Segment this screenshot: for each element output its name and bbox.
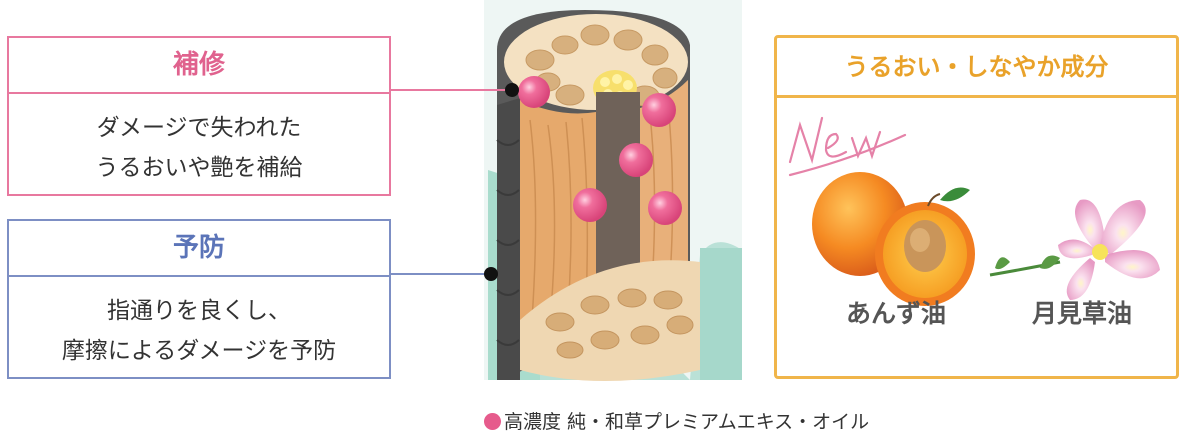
- cortex-icon: [520, 80, 688, 330]
- repair-title: 補修: [9, 38, 389, 94]
- apricot-icon: [812, 172, 975, 306]
- repair-box: 補修 ダメージで失われた うるおいや艶を補給: [7, 36, 391, 196]
- prevent-box: 予防 指通りを良くし、 摩擦によるダメージを予防: [7, 219, 391, 379]
- legend-text: 高濃度 純・和草プレミアムエキス・オイル: [504, 411, 870, 433]
- repair-description: ダメージで失われた うるおいや艶を補給: [9, 94, 389, 188]
- ingredient-label-apricot: あんず油: [845, 299, 946, 328]
- legend: 高濃度 純・和草プレミアムエキス・オイル: [484, 407, 869, 434]
- evening-primrose-icon: [989, 199, 1160, 300]
- prevent-line-2: 摩擦によるダメージを予防: [61, 338, 337, 364]
- ingredients-title: うるおい・しなやか成分: [777, 38, 1176, 98]
- prevent-title: 予防: [9, 221, 389, 277]
- repair-line-2: うるおいや艶を補給: [95, 155, 303, 181]
- prevent-description: 指通りを良くし、 摩擦によるダメージを予防: [9, 277, 389, 371]
- new-badge-icon: [788, 116, 907, 177]
- legend-dot-icon: [484, 413, 501, 430]
- prevent-connector-dot-icon: [484, 267, 498, 281]
- repair-line-1: ダメージで失われた: [96, 115, 302, 141]
- repair-connector-dot-icon: [505, 83, 519, 97]
- ingredients-box: うるおい・しなやか成分: [774, 35, 1179, 379]
- extract-ball-icon: [518, 76, 682, 225]
- ingredient-label-primrose: 月見草油: [1031, 299, 1132, 328]
- prevent-line-1: 指通りを良くし、: [107, 298, 291, 324]
